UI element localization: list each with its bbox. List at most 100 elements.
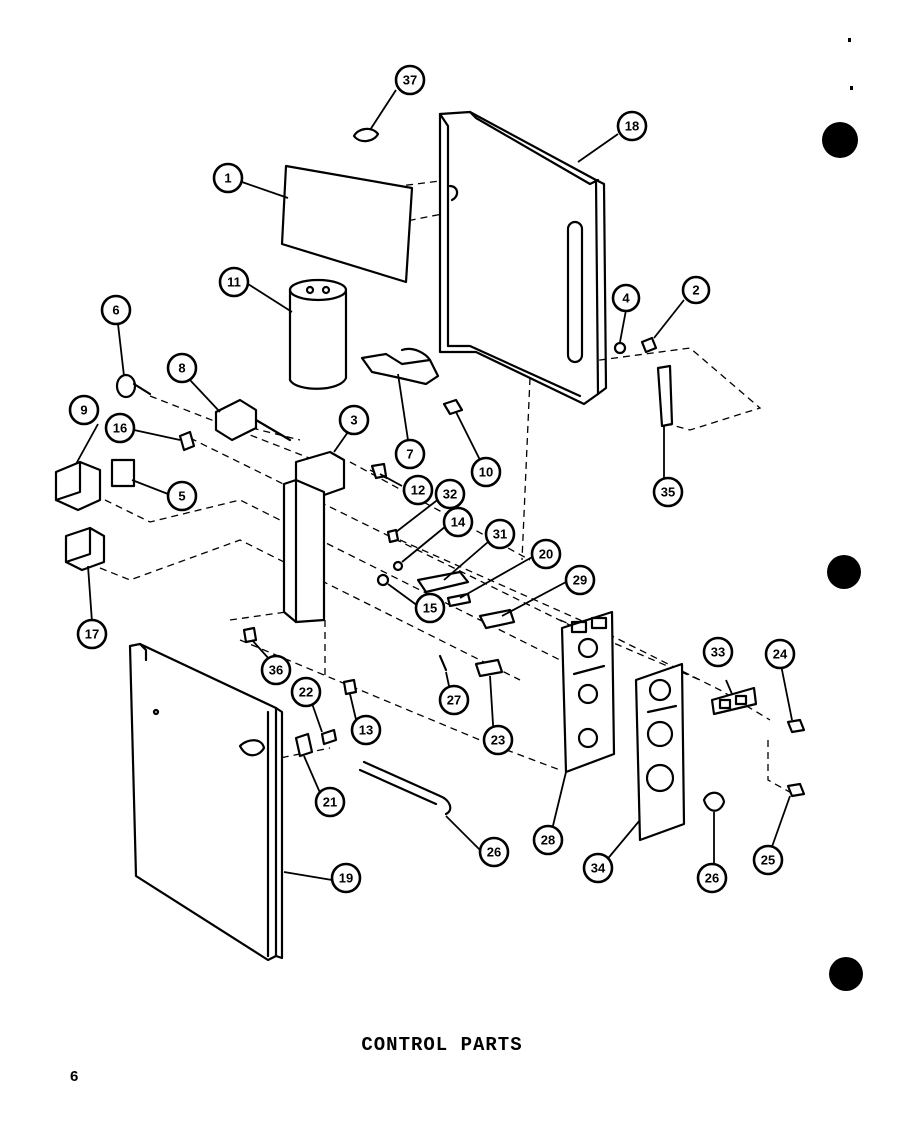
part-rod [362,760,452,816]
part-thermostat [115,373,152,399]
callout-label: 19 [339,871,353,886]
callout-11: 35 [652,476,684,508]
callout-31: 26 [478,836,510,868]
callout-23: 36 [260,654,292,686]
callout-label: 24 [773,647,788,662]
callout-20: 29 [564,564,596,596]
callout-6: 6 [100,294,132,326]
callout-label: 10 [479,465,493,480]
binder-hole-bottom [829,957,863,991]
part-clip [352,127,380,143]
callout-22: 17 [76,618,108,650]
part-knob [702,791,726,812]
part-knob [238,739,266,757]
callout-label: 18 [625,119,639,134]
callout-32: 28 [532,824,564,856]
callout-label: 36 [269,663,283,678]
callout-12: 9 [68,394,100,426]
part-screw [242,626,258,644]
callout-29: 24 [764,638,796,670]
part-switch [64,526,106,572]
callout-19: 20 [530,538,562,570]
callout-label: 3 [350,413,357,428]
callout-label: 35 [661,485,675,500]
callout-3: 11 [218,266,250,298]
callout-8: 3 [338,404,370,436]
part-terminal-board [282,450,346,624]
callout-9: 7 [394,438,426,470]
callout-label: 32 [443,487,457,502]
part-nut [442,398,464,416]
callout-label: 21 [323,795,337,810]
part-switch [474,658,504,678]
callout-30: 21 [314,786,346,818]
callout-1: 18 [616,110,648,142]
callout-label: 8 [178,361,185,376]
callout-2: 1 [212,162,244,194]
part-screw [320,728,338,746]
callout-label: 13 [359,723,373,738]
callout-label: 6 [112,303,119,318]
diagram-title: CONTROL PARTS [361,1034,523,1056]
part-relay [214,398,292,442]
part-control-panel [634,662,686,842]
callout-label: 20 [539,547,553,562]
callout-16: 32 [434,478,466,510]
callout-label: 23 [491,733,505,748]
part-washer [613,341,627,355]
binder-hole-top [822,122,858,158]
callout-label: 25 [761,853,775,868]
callout-15: 12 [402,474,434,506]
part-switch-plate [710,686,758,716]
scan-speck [850,86,853,90]
part-pin [438,654,448,672]
callout-10: 10 [470,456,502,488]
part-washer [376,573,390,587]
callout-label: 9 [80,403,87,418]
callout-label: 4 [622,291,630,306]
callout-label: 31 [493,527,507,542]
callout-17: 14 [442,506,474,538]
callout-label: 5 [178,489,185,504]
part-strip [656,364,674,428]
callout-label: 1 [224,171,231,186]
callout-33: 34 [582,852,614,884]
part-screw [342,678,358,696]
callout-5: 2 [681,275,711,305]
callout-label: 29 [573,573,587,588]
callout-label: 34 [591,861,606,876]
callout-label: 16 [113,421,127,436]
part-gasket [110,458,136,488]
part-screw [640,336,658,354]
callout-27: 23 [482,724,514,756]
scan-speck [848,38,851,42]
callout-14: 5 [166,480,198,512]
callout-label: 11 [227,275,241,290]
part-switch-plate [416,570,470,594]
callout-label: 12 [411,483,425,498]
callout-label: 2 [692,283,699,298]
part-front-cover [128,642,284,962]
part-capacitor [288,278,348,390]
part-button [786,782,806,798]
callout-35: 25 [752,844,784,876]
part-clip [294,732,314,758]
callout-36: 19 [330,862,362,894]
callout-label: 26 [705,871,719,886]
callout-4: 4 [611,283,641,313]
callout-label: 28 [541,833,555,848]
callout-label: 14 [451,515,466,530]
callout-25: 13 [350,714,382,746]
part-washer [392,560,404,572]
callout-21: 15 [414,592,446,624]
callout-24: 22 [290,676,322,708]
callout-34: 26 [696,862,728,894]
part-bracket [360,352,440,386]
callout-label: 37 [403,73,417,88]
part-clip [446,592,472,608]
binder-hole-middle [827,555,861,589]
part-control-box [438,110,608,406]
callout-label: 27 [447,693,461,708]
callout-13: 16 [104,412,136,444]
